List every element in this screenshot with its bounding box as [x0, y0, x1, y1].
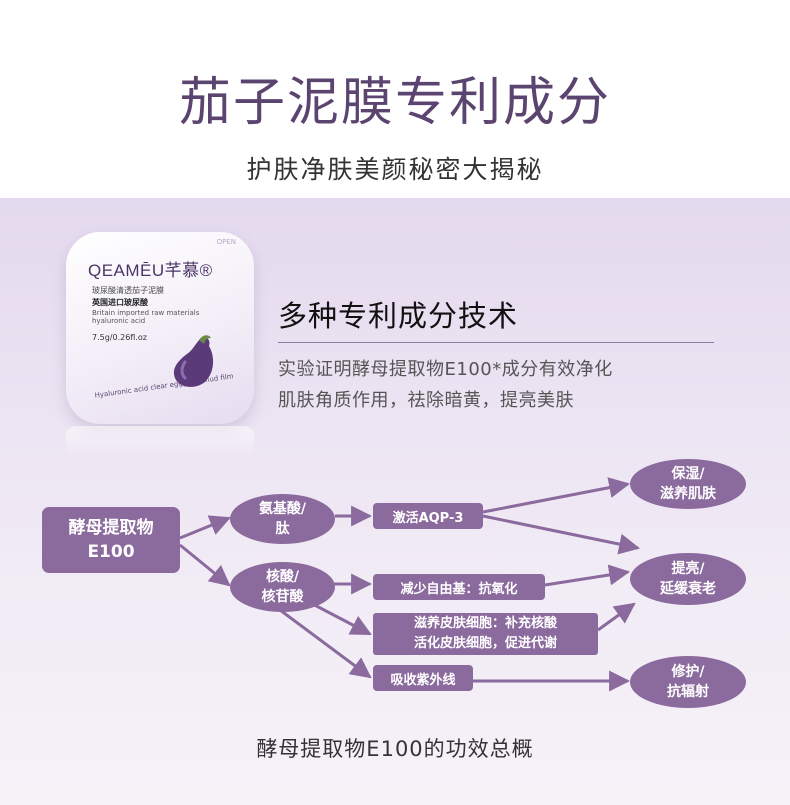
diagram-nucleic-ellipse: 核酸/ 核苷酸 — [230, 562, 335, 612]
diagram-cells-line-1: 滋养皮肤细胞：补充核酸 — [413, 616, 557, 631]
diagram-bright-ellipse: 提亮/ 延缓衰老 — [630, 553, 746, 605]
diagram-source-line-2: E100 — [87, 542, 135, 562]
diagram-source-box: 酵母提取物 E100 — [42, 507, 180, 573]
product-name: 玻尿酸清透茄子泥膜 — [92, 286, 164, 295]
page-title: 茄子泥膜专利成分 — [178, 73, 611, 133]
diagram-cells-box: 滋养皮肤细胞：补充核酸 活化皮肤细胞，促进代谢 — [373, 613, 598, 655]
diagram-repair-line-1: 修护/ — [671, 664, 705, 680]
product-import-line: 英国进口玻尿酸 — [92, 298, 148, 307]
diagram-source-line-1: 酵母提取物 — [68, 518, 154, 538]
open-tab-text: OPEN — [216, 238, 236, 246]
diagram-nucleic-line-2: 核苷酸 — [261, 589, 304, 605]
diagram-cells-line-2: 活化皮肤细胞，促进代谢 — [413, 636, 557, 651]
diagram-moist-ellipse: 保湿/ 滋养肌肤 — [630, 459, 746, 509]
page-subtitle: 护肤净肤美颜秘密大揭秘 — [246, 155, 544, 184]
diagram-nucleic-line-1: 核酸/ — [265, 569, 300, 585]
brand-logo: QEAMĒU芊慕® — [88, 261, 213, 280]
pouch-reflection — [66, 426, 254, 460]
diagram-uv-box: 吸收紫外线 — [373, 665, 473, 691]
product-pouch: OPEN QEAMĒU芊慕® 玻尿酸清透茄子泥膜 英国进口玻尿酸 Britain… — [66, 232, 254, 424]
header-area: 茄子泥膜专利成分 护肤净肤美颜秘密大揭秘 — [0, 0, 790, 198]
diagram-repair-ellipse: 修护/ 抗辐射 — [630, 656, 746, 708]
diagram-amino-line-2: 肽 — [275, 521, 290, 537]
section-description-line-1: 实验证明酵母提取物E100*成分有效净化 — [278, 359, 613, 380]
diagram-repair-line-2: 抗辐射 — [667, 684, 709, 700]
diagram-caption: 酵母提取物E100的功效总概 — [256, 737, 534, 761]
section-description-line-2: 肌肤角质作用，祛除暗黄，提亮美肤 — [278, 390, 574, 411]
product-english-text: Britain imported raw materials hyaluroni… — [92, 309, 200, 325]
diagram-antioxidant-box: 减少自由基：抗氧化 — [373, 574, 545, 600]
section-heading: 多种专利成分技术 — [278, 299, 519, 333]
diagram-moist-line-2: 滋养肌肤 — [660, 486, 716, 502]
diagram-aqp-box: 激活AQP-3 — [373, 503, 483, 529]
diagram-amino-ellipse: 氨基酸/ 肽 — [230, 494, 335, 544]
diagram-amino-line-1: 氨基酸/ — [258, 501, 307, 517]
eggplant-icon — [173, 335, 214, 387]
diagram-bright-line-2: 延缓衰老 — [660, 581, 716, 597]
diagram-moist-line-1: 保湿/ — [671, 466, 705, 482]
section-divider — [278, 342, 714, 343]
diagram-bright-line-1: 提亮/ — [671, 561, 705, 577]
product-weight: 7.5g/0.26fl.oz — [92, 333, 147, 342]
